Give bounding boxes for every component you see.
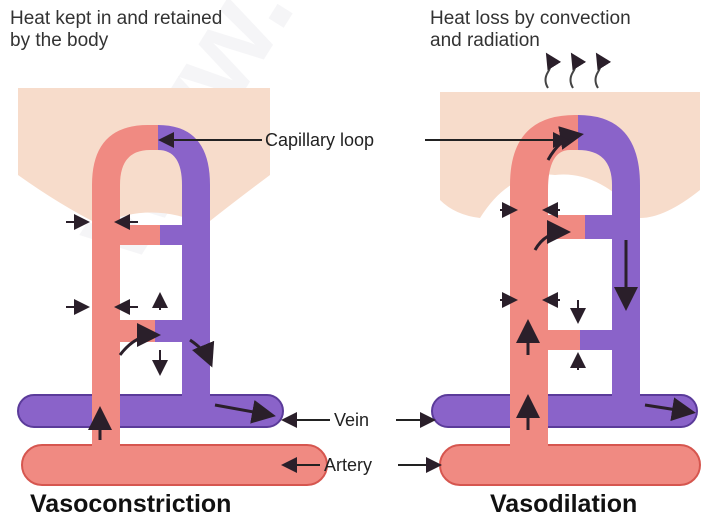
left-artery bbox=[22, 445, 327, 485]
left-title: Vasoconstriction bbox=[30, 490, 231, 519]
right-title: Vasodilation bbox=[490, 490, 637, 519]
capillary-loop-label: Capillary loop bbox=[265, 130, 374, 150]
right-skin bbox=[440, 92, 700, 218]
heat-wave-1 bbox=[546, 56, 551, 88]
left-skin bbox=[18, 88, 270, 225]
heat-wave-3 bbox=[596, 56, 601, 88]
artery-label: Artery bbox=[324, 455, 372, 475]
heat-wave-2 bbox=[571, 56, 576, 88]
right-panel bbox=[432, 56, 700, 485]
right-artery bbox=[440, 445, 700, 485]
vein-label: Vein bbox=[334, 410, 369, 430]
right-vein bbox=[432, 395, 697, 427]
